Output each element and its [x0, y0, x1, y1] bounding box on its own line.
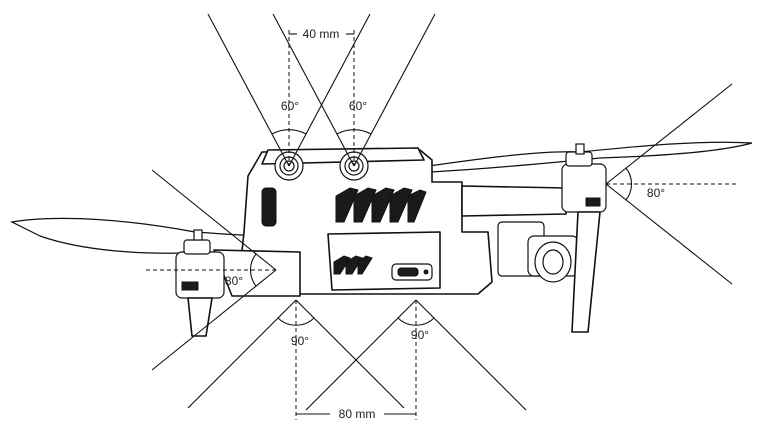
angle-bottom-right-label: 90°	[411, 328, 429, 342]
angle-arcs	[250, 129, 632, 326]
vent-slats	[333, 187, 427, 275]
side-intake	[261, 187, 277, 227]
angle-front-left-label: 60°	[281, 99, 299, 113]
angle-bottom-left-label: 90°	[291, 334, 309, 348]
center-lines	[146, 30, 738, 420]
drone-top-cover	[261, 147, 425, 165]
dimension-bottom: 80 mm	[296, 407, 416, 421]
arm-right	[461, 143, 607, 333]
usb-port	[391, 263, 433, 281]
angle-front-right-label: 60°	[349, 99, 367, 113]
dimension-top: 40 mm	[289, 27, 354, 41]
gimbal-camera	[497, 221, 579, 283]
bottom-spacing-label: 80 mm	[339, 407, 376, 421]
angle-labels: 60° 60° 80° 80° 90° 90°	[225, 99, 665, 348]
drone-illustration	[10, 141, 753, 337]
angle-side-right-label: 80°	[647, 186, 665, 200]
angle-side-left-label: 80°	[225, 274, 243, 288]
top-spacing-label: 40 mm	[303, 27, 340, 41]
